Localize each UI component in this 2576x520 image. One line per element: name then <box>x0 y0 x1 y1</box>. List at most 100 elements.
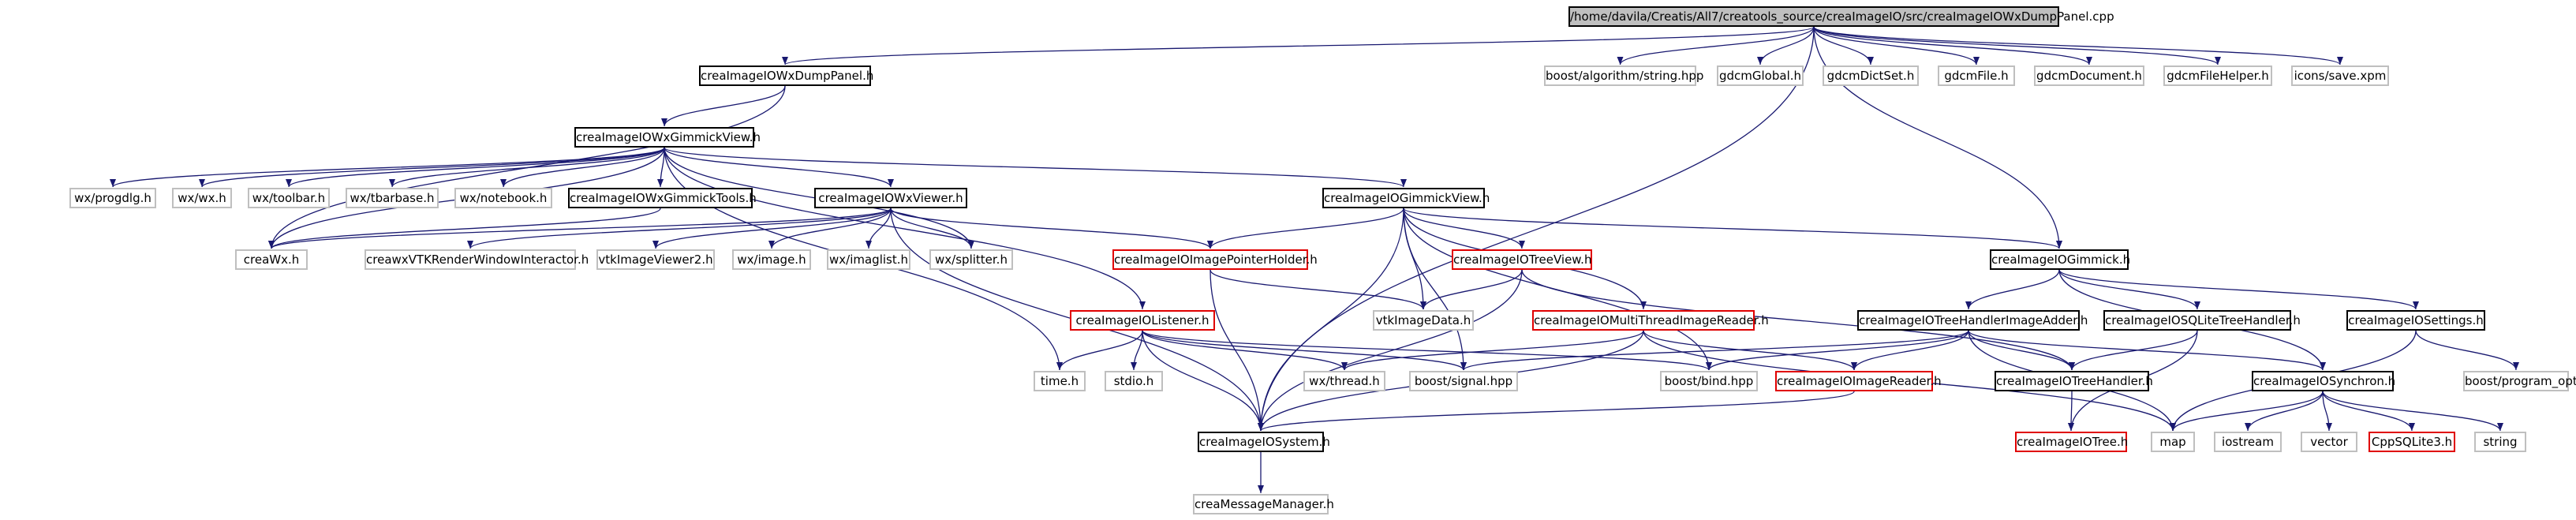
edge-wxGimmickView-to-gimmickView <box>664 147 1407 188</box>
edge-settings-to-programOptions <box>2415 330 2519 371</box>
edge-synchron-to-iostream <box>2245 391 2324 432</box>
edge-wxGimmickView-to-wxWx <box>199 147 665 188</box>
node-cppsqlite3[interactable]: CppSQLite3.h <box>2368 432 2455 452</box>
node-map[interactable]: map <box>2151 432 2195 452</box>
node-boost-bind[interactable]: boost/bind.hpp <box>1660 371 1758 391</box>
node-image-pointer-holder[interactable]: creaImageIOImagePointerHolder.h <box>1112 249 1318 270</box>
node-label: creaImageIOTreeHandlerImageAdder.h <box>1859 313 2088 327</box>
node-label: creaImageIOWxDumpPanel.h <box>701 69 874 83</box>
node-listener[interactable]: creaImageIOListener.h <box>1070 310 1215 331</box>
node-label: creaImageIOSQLiteTreeHandler.h <box>2105 313 2301 327</box>
node-gimmick-view[interactable]: creaImageIOGimmickView.h <box>1322 188 1490 208</box>
node-synchron[interactable]: creaImageIOSynchron.h <box>2252 371 2396 391</box>
node-gdcm-dictset[interactable]: gdcmDictSet.h <box>1823 65 1919 86</box>
node-vtk-image-data[interactable]: vtkImageData.h <box>1373 310 1474 331</box>
node-system[interactable]: creaImageIOSystem.h <box>1198 432 1330 452</box>
edge-listener-to-system <box>1142 330 1264 432</box>
node-wx-wx[interactable]: wx/wx.h <box>172 188 232 208</box>
edge-listener-to-boostSignal <box>1142 330 1467 371</box>
node-label: creaImageIOImageReader.h <box>1777 374 1942 388</box>
node-vector[interactable]: vector <box>2301 432 2357 452</box>
node-gdcm-global[interactable]: gdcmGlobal.h <box>1717 65 1804 86</box>
node-vtk-image-viewer2[interactable]: vtkImageViewer2.h <box>596 249 715 270</box>
node-string[interactable]: string <box>2474 432 2526 452</box>
node-label: wx/progdlg.h <box>74 191 151 205</box>
edge-wxViewer-to-vtkInteractor <box>467 208 892 249</box>
node-boost-string[interactable]: boost/algorithm/string.hpp <box>1544 65 1703 86</box>
node-time[interactable]: time.h <box>1034 371 1086 391</box>
node-gdcm-filehelper[interactable]: gdcmFileHelper.h <box>2163 65 2272 86</box>
node-label: creaImageIOImagePointerHolder.h <box>1114 253 1318 267</box>
node-label: creaImageIOTreeHandler.h <box>1996 374 2153 388</box>
node-wx-progdlg[interactable]: wx/progdlg.h <box>69 188 156 208</box>
edge-gimmick-to-settings <box>2058 269 2419 310</box>
node-label: wx/image.h <box>737 253 806 267</box>
node-iostream[interactable]: iostream <box>2214 432 2282 452</box>
edge-dumpPanel-to-wxGimmickView <box>661 85 786 127</box>
node-crea-wx[interactable]: creaWx.h <box>235 249 308 270</box>
node-tree-handler-image-adder[interactable]: creaImageIOTreeHandlerImageAdder.h <box>1857 310 2088 331</box>
node-root-file[interactable]: /home/davila/Creatis/All7/creatools_sour… <box>1568 6 2114 27</box>
node-wx-viewer[interactable]: creaImageIOWxViewer.h <box>814 188 967 208</box>
edge-listener-to-boostBind <box>1142 330 1712 371</box>
node-label: wx/imaglist.h <box>829 253 908 267</box>
node-label: creaImageIOSynchron.h <box>2253 374 2396 388</box>
node-multi-thread-image-reader[interactable]: creaImageIOMultiThreadImageReader.h <box>1532 310 1769 331</box>
node-wx-image[interactable]: wx/image.h <box>732 249 811 270</box>
node-label: wx/tbarbase.h <box>350 191 435 205</box>
edge-treeView-to-treeHandler <box>1521 269 2075 371</box>
node-save-xpm[interactable]: icons/save.xpm <box>2291 65 2389 86</box>
node-label: wx/splitter.h <box>935 253 1008 267</box>
node-message-manager[interactable]: creaMessageManager.h <box>1193 494 1334 514</box>
node-stdio[interactable]: stdio.h <box>1105 371 1163 391</box>
edge-wxGimmickView-to-listener <box>664 147 1146 310</box>
node-label: wx/thread.h <box>1309 374 1380 388</box>
node-wx-gimmick-tools[interactable]: creaImageIOWxGimmickTools.h <box>568 188 757 208</box>
node-label: creaImageIOWxViewer.h <box>818 191 963 205</box>
node-boost-program-options[interactable]: boost/program_options.hpp <box>2463 371 2576 391</box>
edge-root-to-gdcmGlobal <box>1757 26 1815 65</box>
node-tree-handler[interactable]: creaImageIOTreeHandler.h <box>1995 371 2153 391</box>
node-gdcm-file[interactable]: gdcmFile.h <box>1938 65 2015 86</box>
node-vtk-render-window-interactor[interactable]: creawxVTKRenderWindowInteractor.h <box>365 249 589 270</box>
node-wx-notebook[interactable]: wx/notebook.h <box>454 188 552 208</box>
node-label: creaMessageManager.h <box>1195 497 1334 511</box>
node-boost-signal[interactable]: boost/signal.hpp <box>1409 371 1518 391</box>
node-label: CppSQLite3.h <box>2371 435 2453 449</box>
node-tree[interactable]: creaImageIOTree.h <box>2015 432 2128 452</box>
node-wx-imaglist[interactable]: wx/imaglist.h <box>827 249 910 270</box>
node-label: creaImageIOGimmickView.h <box>1324 191 1490 205</box>
node-label: gdcmDocument.h <box>2036 69 2142 83</box>
edge-wxGimmickView-to-wxNotebook <box>500 147 665 188</box>
edge-gimmickView-to-treeView <box>1403 208 1525 249</box>
node-wx-tbarbase[interactable]: wx/tbarbase.h <box>346 188 439 208</box>
node-label: gdcmFileHelper.h <box>2167 69 2269 83</box>
node-wx-gimmick-view[interactable]: creaImageIOWxGimmickView.h <box>574 127 761 148</box>
node-label: gdcmGlobal.h <box>1718 69 1802 83</box>
edge-treeView-to-system <box>1258 269 1523 432</box>
node-label: boost/signal.hpp <box>1414 374 1513 388</box>
node-label: map <box>2159 435 2186 449</box>
node-wx-thread[interactable]: wx/thread.h <box>1303 371 1385 391</box>
edge-wxGimmickView-to-wxToolbar <box>286 147 665 188</box>
node-sqlite-tree-handler[interactable]: creaImageIOSQLiteTreeHandler.h <box>2103 310 2301 331</box>
node-tree-view[interactable]: creaImageIOTreeView.h <box>1452 249 1592 270</box>
node-wx-toolbar[interactable]: wx/toolbar.h <box>248 188 330 208</box>
node-label: boost/program_options.hpp <box>2465 374 2576 388</box>
node-label: icons/save.xpm <box>2294 69 2387 83</box>
edge-gimmickView-to-boostSignal <box>1403 208 1467 371</box>
node-label: creaImageIOSystem.h <box>1199 435 1330 449</box>
edge-wxViewer-to-wxImaglist <box>866 208 892 249</box>
node-gimmick[interactable]: creaImageIOGimmick.h <box>1990 249 2130 270</box>
node-gdcm-document[interactable]: gdcmDocument.h <box>2034 65 2144 86</box>
edge-treeHandlerAdder-to-boostBind <box>1706 330 1969 371</box>
node-wx-dump-panel[interactable]: creaImageIOWxDumpPanel.h <box>699 65 874 86</box>
node-settings[interactable]: creaImageIOSettings.h <box>2346 310 2485 331</box>
node-label: wx/notebook.h <box>459 191 548 205</box>
node-label: creaImageIOWxGimmickTools.h <box>570 191 757 205</box>
edge-wxGimmickTools-to-creaWx <box>268 208 661 249</box>
node-image-reader[interactable]: creaImageIOImageReader.h <box>1775 371 1942 391</box>
edge-treeView-to-vtkImageData <box>1420 269 1523 310</box>
node-wx-splitter[interactable]: wx/splitter.h <box>929 249 1013 270</box>
